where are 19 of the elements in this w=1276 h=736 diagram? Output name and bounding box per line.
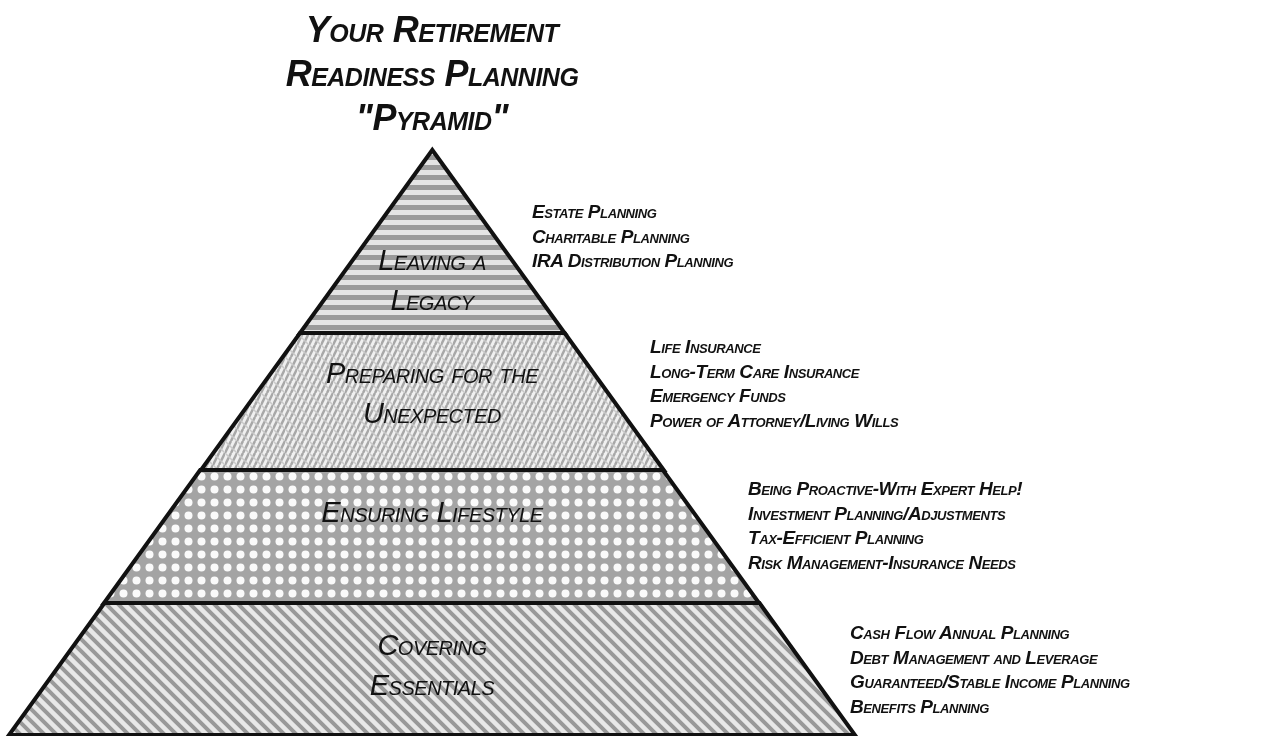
title: Your Retirement Readiness Planning "Pyramid" <box>284 8 580 140</box>
list-item: Guaranteed/Stable Income Planning <box>850 670 1130 694</box>
list-item: Risk Management-Insurance Needs <box>748 550 1017 575</box>
tier-label: Leaving a Legacy <box>377 243 487 318</box>
list-item: Debt Management and Leverage <box>850 645 1099 670</box>
list-item: Power of Attorney/Living Wills <box>650 408 899 433</box>
list-item: Being Proactive-With Expert Help! <box>748 477 1023 501</box>
list-item: Estate Planning <box>532 200 658 224</box>
list-item: Cash Flow Annual Planning <box>850 621 1071 645</box>
list-item: Charitable Planning <box>532 224 691 249</box>
list-item: Benefits Planning <box>850 694 990 719</box>
tier-label: Preparing for the Unexpected <box>324 356 540 431</box>
tier-label: Covering Essentials <box>368 628 496 703</box>
list-item: Tax-Efficient Planning <box>748 526 925 550</box>
list-item: Investment Planning/Adjustments <box>748 501 1007 526</box>
list-item: Life Insurance <box>650 335 762 359</box>
list-item: IRA Distribution Planning <box>532 249 734 273</box>
list-item: Long-Term Care Insurance <box>650 359 861 384</box>
list-item: Emergency Funds <box>650 384 787 408</box>
